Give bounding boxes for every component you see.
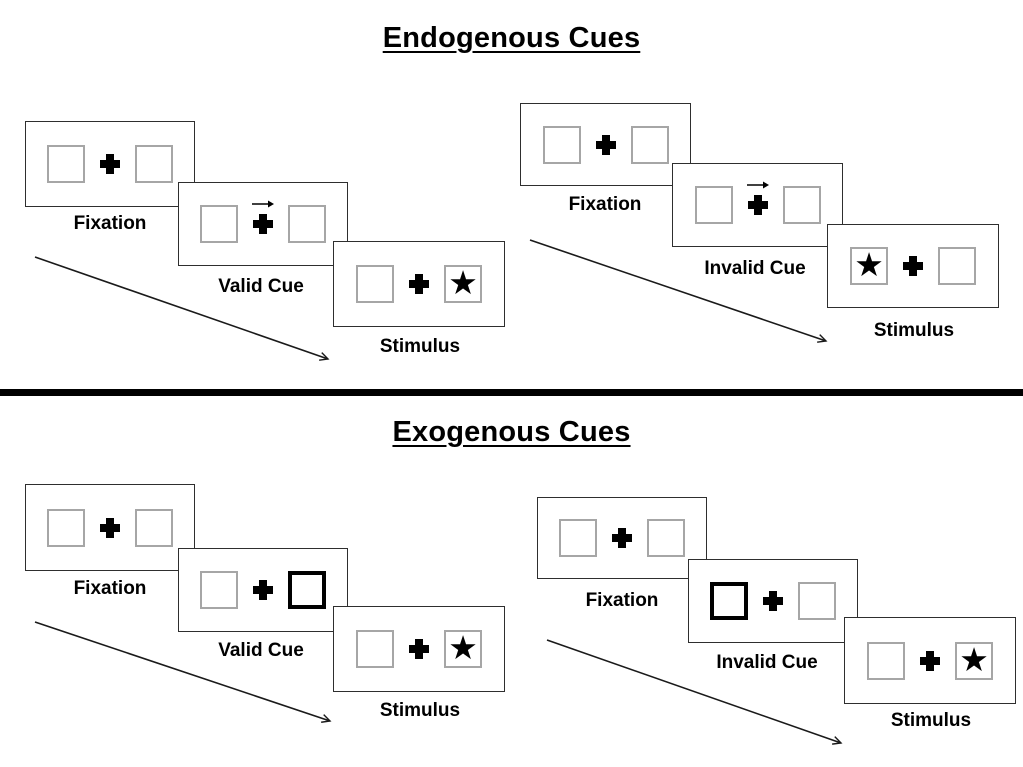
left-placeholder-square xyxy=(867,641,905,680)
right-placeholder-square xyxy=(938,247,976,285)
left-placeholder-square xyxy=(47,145,85,183)
star-stimulus-icon: ★ xyxy=(448,629,478,666)
panel-label: Stimulus xyxy=(379,336,461,357)
left-target-square: ★ xyxy=(850,247,888,285)
right-placeholder-square xyxy=(647,519,685,557)
right-cue-square xyxy=(288,571,326,609)
fixation-cross-icon xyxy=(595,134,616,155)
fixation-cross-icon xyxy=(763,591,783,611)
right-placeholder-square xyxy=(135,145,173,183)
panel-label: Valid Cue xyxy=(218,276,304,297)
fixation-cross-icon xyxy=(612,528,632,548)
right-target-square: ★ xyxy=(444,630,482,668)
fixation-cross-icon xyxy=(409,274,429,294)
left-placeholder-square xyxy=(356,630,394,668)
right-placeholder-square xyxy=(135,508,173,547)
exo-valid-cue-panel xyxy=(178,548,348,632)
endo-valid-cue-panel xyxy=(178,182,348,266)
timeline-arrow xyxy=(34,256,330,361)
left-placeholder-square xyxy=(559,519,597,557)
panel-label: Stimulus xyxy=(873,320,955,341)
fixation-cross-icon xyxy=(747,195,768,215)
star-stimulus-icon: ★ xyxy=(448,264,478,301)
exo-invalid-cue-panel xyxy=(688,559,858,643)
endo-invalid-cue-panel xyxy=(672,163,843,247)
timeline-arrow xyxy=(529,239,828,343)
star-stimulus-icon: ★ xyxy=(854,246,884,283)
left-placeholder-square xyxy=(47,508,85,547)
fixation-cross-icon xyxy=(253,214,273,234)
fixation-cross-icon xyxy=(100,154,120,174)
fixation-cross-icon xyxy=(903,256,923,276)
endo-invalid-fixation-panel xyxy=(520,103,691,186)
endo-invalid-stimulus-panel: ★ xyxy=(827,224,999,308)
right-placeholder-square xyxy=(798,582,836,620)
right-placeholder-square xyxy=(782,186,821,224)
section-title-exogenous: Exogenous Cues xyxy=(392,416,631,448)
panel-label: Stimulus xyxy=(890,710,972,731)
right-placeholder-square xyxy=(630,125,669,164)
fixation-cross-icon xyxy=(409,639,429,659)
endo-valid-stimulus-panel: ★ xyxy=(333,241,505,327)
fixation-cross-icon xyxy=(253,580,273,600)
panel-label: Valid Cue xyxy=(218,640,304,661)
left-placeholder-square xyxy=(356,265,394,303)
exo-valid-fixation-panel xyxy=(25,484,195,571)
left-placeholder-square xyxy=(200,571,238,609)
section-divider xyxy=(0,389,1023,396)
panel-label: Fixation xyxy=(568,194,642,215)
fixation-cross-icon xyxy=(920,650,940,671)
fixation-cross-icon xyxy=(100,517,120,538)
cue-arrow-right-icon xyxy=(746,181,769,189)
section-title-endogenous: Endogenous Cues xyxy=(382,22,641,54)
cue-arrow-right-icon xyxy=(252,200,274,208)
left-placeholder-square xyxy=(694,186,733,224)
panel-label: Invalid Cue xyxy=(716,652,818,673)
exo-invalid-stimulus-panel: ★ xyxy=(844,617,1016,704)
exo-valid-stimulus-panel: ★ xyxy=(333,606,505,692)
timeline-arrow xyxy=(546,639,843,745)
left-cue-square xyxy=(710,582,748,620)
exo-invalid-fixation-panel xyxy=(537,497,707,579)
timeline-arrow xyxy=(34,621,332,723)
panel-label: Fixation xyxy=(585,590,659,611)
endo-valid-fixation-panel xyxy=(25,121,195,207)
right-target-square: ★ xyxy=(955,640,993,680)
panel-label: Fixation xyxy=(73,213,147,234)
right-placeholder-square xyxy=(288,205,326,243)
panel-label: Fixation xyxy=(73,578,147,599)
right-target-square: ★ xyxy=(444,265,482,303)
panel-label: Invalid Cue xyxy=(704,258,806,279)
left-placeholder-square xyxy=(542,125,581,164)
left-placeholder-square xyxy=(200,205,238,243)
panel-label: Stimulus xyxy=(379,700,461,721)
star-stimulus-icon: ★ xyxy=(959,640,989,678)
